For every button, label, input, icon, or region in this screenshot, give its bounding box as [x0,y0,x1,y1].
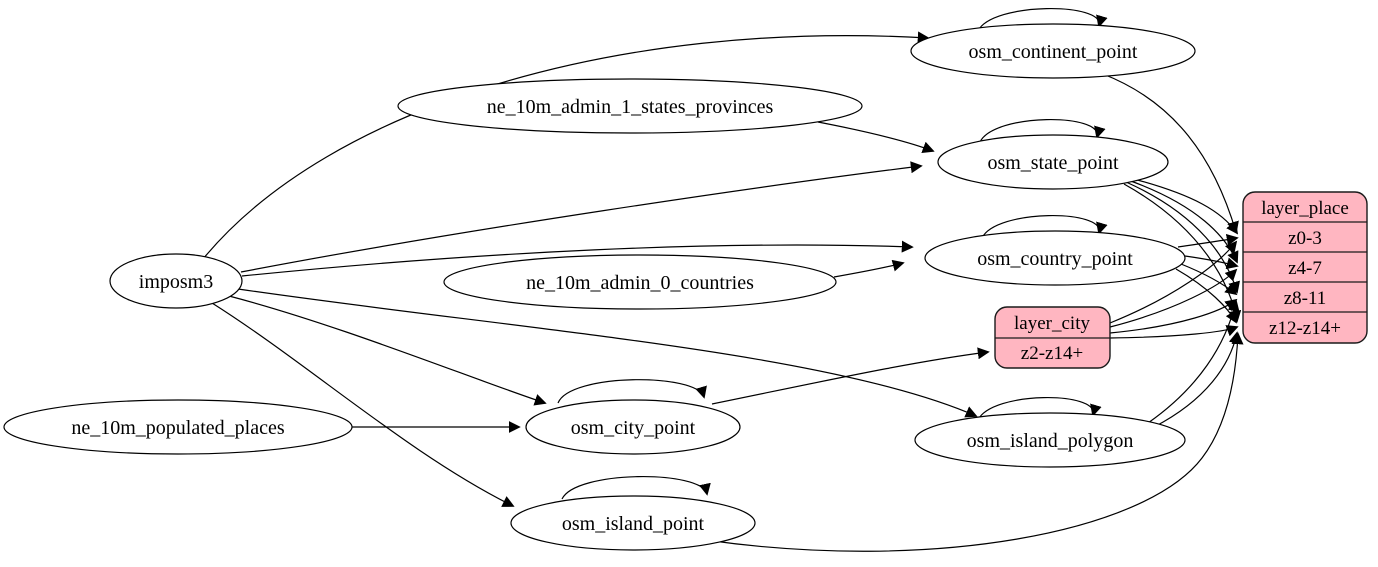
node-ne_10m_admin_0_countries: ne_10m_admin_0_countries [443,254,837,310]
osm_island_point-label: osm_island_point [562,513,705,535]
osm_city_point-label: osm_city_point [571,417,696,439]
layer_city-title: layer_city [1014,313,1090,334]
selfloop-osm_city_point [557,379,707,404]
node-imposm3: imposm3 [109,253,243,309]
imposm3-shape [109,253,243,309]
edge-layer_city-z4-7 [1109,268,1238,328]
node-osm_state_point: osm_state_point [937,134,1169,190]
node-osm_country_point: osm_country_point [924,230,1186,286]
ne_10m_populated_places-label: ne_10m_populated_places [71,417,284,439]
edge-osm_country_point-z8-11 [1180,263,1238,296]
edges-layer [202,8,1244,552]
osm_country_point-label: osm_country_point [977,248,1133,270]
node-osm_island_polygon: osm_island_polygon [914,412,1186,468]
osm_island_polygon-label: osm_island_polygon [967,430,1134,452]
osm_state_point-shape [937,134,1169,190]
node-osm_island_point: osm_island_point [510,495,756,551]
edge-osm_island_point-z12-z14 [705,332,1244,552]
edge-imposm3-osm_island_polygon [237,288,978,418]
edge-ne_10m_admin_1_states_provinces-osm_state_point [817,121,935,153]
ne_10m_admin_1_states_provinces-label: ne_10m_admin_1_states_provinces [487,96,774,118]
edge-imposm3-osm_country_point [241,240,914,277]
layer_place-row-z8-11: z8-11 [1284,288,1327,309]
node-osm_continent_point: osm_continent_point [910,23,1196,79]
edge-osm_island_polygon-z8-11 [1147,299,1240,424]
imposm3-label: imposm3 [139,271,213,293]
ne_10m_populated_places-shape [3,399,353,455]
osm_country_point-shape [924,230,1186,286]
osm_continent_point-shape [910,23,1196,79]
edge-osm_city_point-layer_city [711,347,990,405]
node-osm_city_point: osm_city_point [525,399,741,455]
layer_place-title: layer_place [1261,198,1349,219]
ne_10m_admin_0_countries-shape [443,254,837,310]
selfloop-osm_continent_point [977,8,1108,32]
layer_city-row-z2-z14: z2-z14+ [1021,343,1083,364]
ne_10m_admin_0_countries-label: ne_10m_admin_0_countries [526,272,754,294]
selfloop-osm_state_point [979,118,1106,143]
edge-layer_city-z12-z14 [1109,325,1239,339]
layer_place-row-z0-3: z0-3 [1288,228,1322,249]
edge-osm_continent_point-z0-3 [1102,73,1239,234]
layer_place-row-z12-z14: z12-z14+ [1269,318,1341,339]
edge-osm_country_point-z12-z14 [1175,268,1237,324]
layer_place-row-z4-7: z4-7 [1288,258,1322,279]
node-ne_10m_admin_1_states_provinces: ne_10m_admin_1_states_provinces [397,78,863,134]
edge-imposm3-osm_continent_point [202,31,930,260]
node-ne_10m_populated_places: ne_10m_populated_places [3,399,353,455]
node-layer_city: layer_city z2-z14+ [994,306,1111,369]
layer_place-box [1242,191,1368,344]
edge-osm_country_point-z0-3 [1177,233,1239,248]
edge-layer_city-z0-3 [1109,240,1238,324]
osm_city_point-shape [525,399,741,455]
osm_continent_point-label: osm_continent_point [969,41,1138,63]
selfloop-osm_island_point [561,476,711,500]
selfloop-osm_country_point [981,214,1108,239]
ne_10m_admin_1_states_provinces-shape [397,78,863,134]
edge-osm_state_point-z0-3 [1129,177,1239,235]
node-layer_place: layer_place z0-3 z4-7 z8-11 z12-z14+ [1242,191,1368,344]
osm_state_point-label: osm_state_point [987,152,1119,174]
osm_island_point-shape [510,495,756,551]
edge-imposm3-osm_state_point [240,161,923,273]
edge-ne_10m_admin_0_countries-osm_country_point [833,259,905,278]
edge-imposm3-osm_island_point [211,302,515,507]
osm_island_polygon-shape [914,412,1186,468]
selfloop-osm_island_polygon [977,396,1102,421]
edge-layer_city-z8-11 [1109,298,1238,334]
edge-imposm3-osm_city_point [228,295,547,406]
